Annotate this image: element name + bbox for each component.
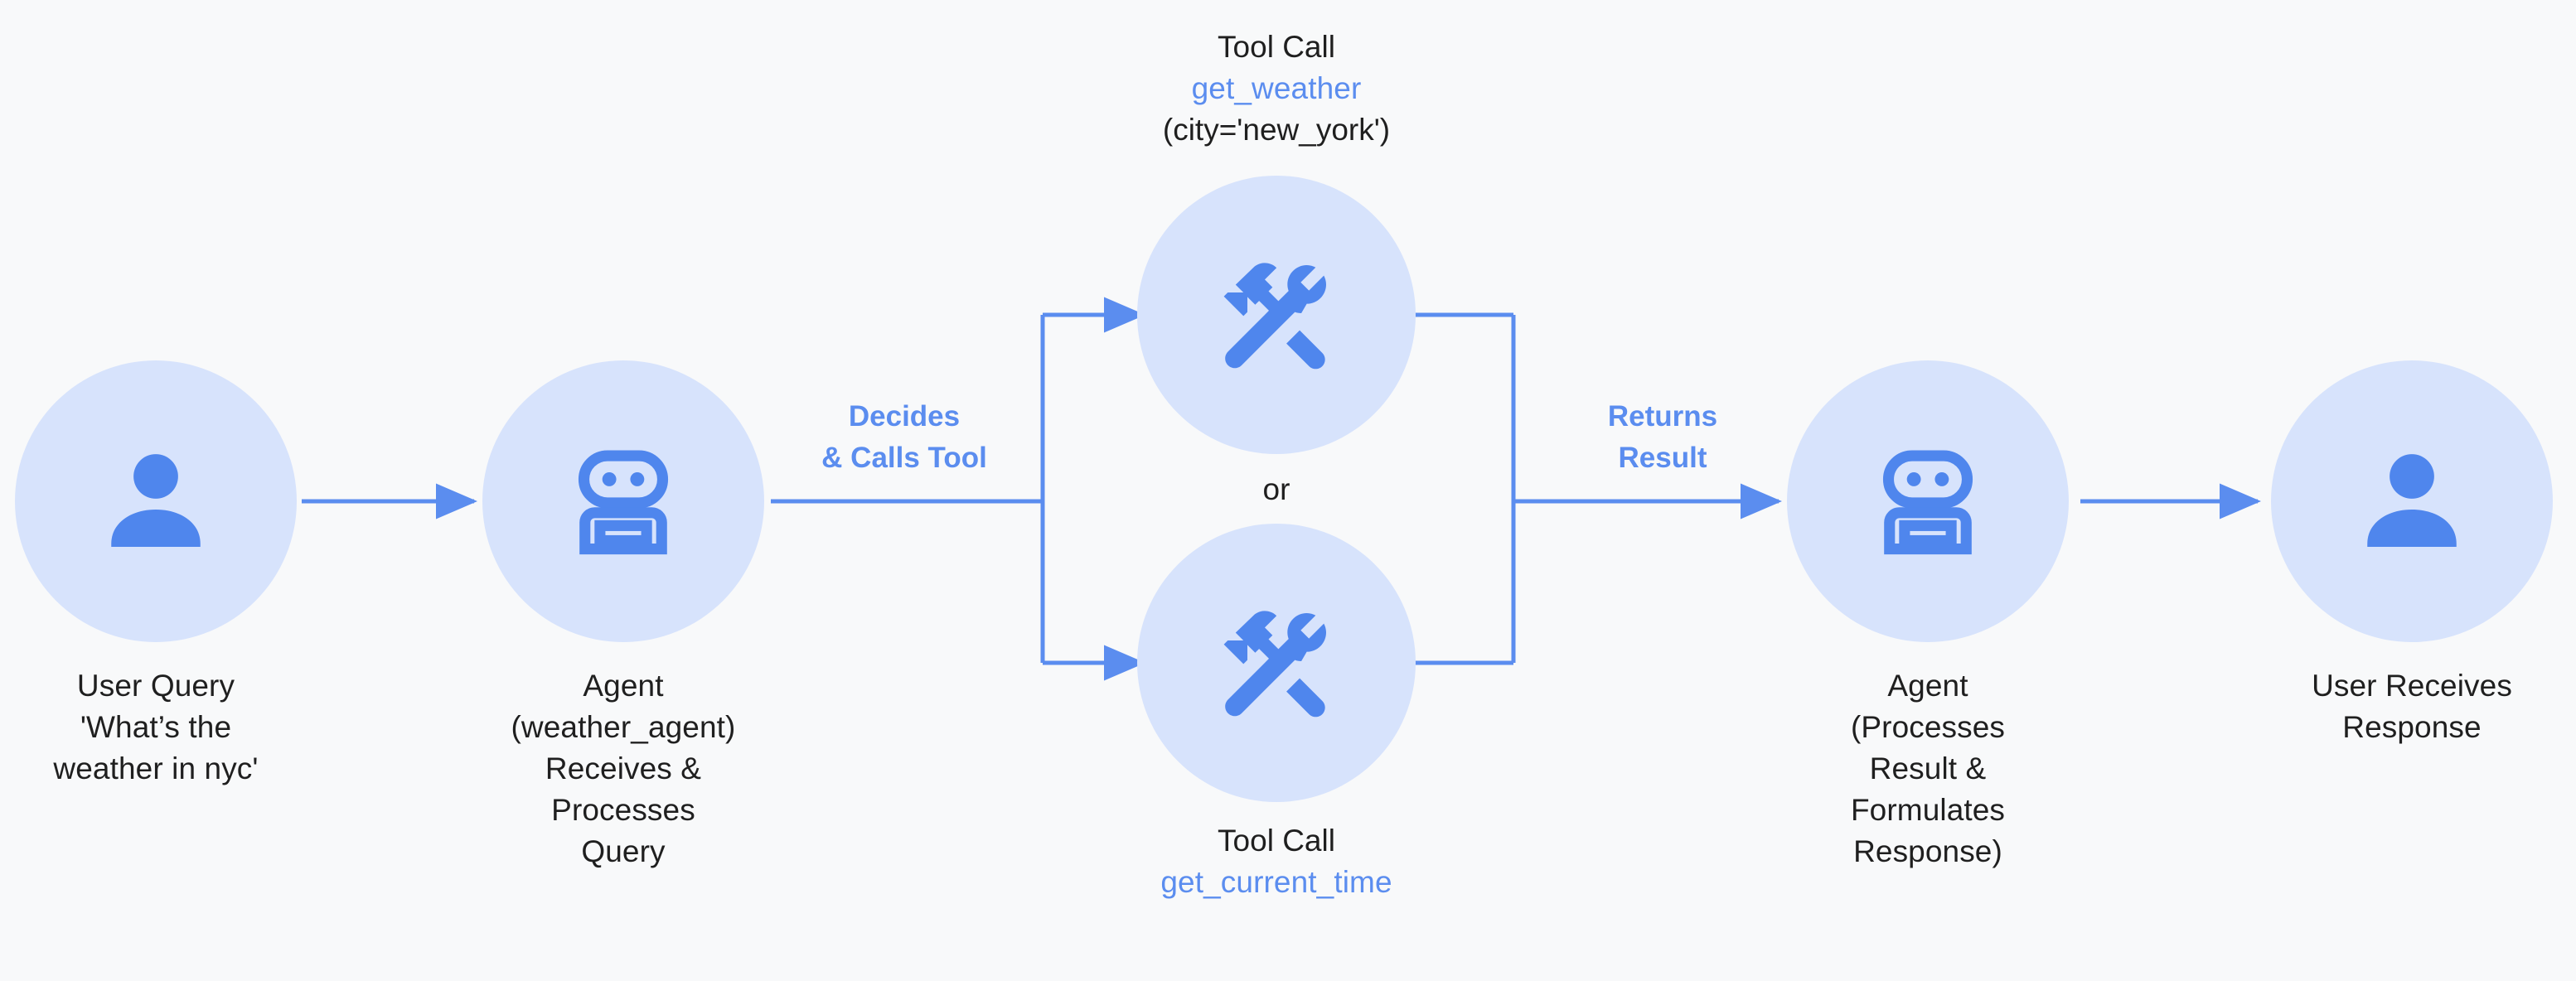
tool-weather-head: Tool Call	[1218, 30, 1335, 64]
handyman-icon	[1223, 611, 1326, 718]
person-icon	[2367, 454, 2457, 547]
branch-separator-or: or	[1262, 472, 1290, 506]
caption-agent-respond: Agent (Processes Result & Formulates Res…	[1850, 669, 2006, 868]
person-icon	[111, 454, 201, 547]
tool-time-name[interactable]: get_current_time	[1160, 865, 1392, 899]
tool-time-head: Tool Call	[1218, 824, 1335, 858]
edge-label-decides-calls-tool: Decides & Calls Tool	[821, 400, 987, 474]
node-user-response[interactable]	[2271, 360, 2553, 642]
node-agent-receive[interactable]	[482, 360, 764, 642]
caption-user-query: User Query 'What’s the weather in nyc'	[53, 669, 259, 785]
robot-icon	[578, 450, 669, 555]
robot-icon	[1882, 450, 1973, 555]
caption-agent-receive: Agent (weather_agent) Receives & Process…	[511, 669, 736, 868]
tool-weather-name[interactable]: get_weather	[1191, 71, 1362, 105]
node-tool-get-current-time[interactable]	[1137, 524, 1416, 802]
tool-weather-args: (city='new_york')	[1162, 113, 1391, 147]
caption-user-response: User Receives Response	[2312, 669, 2512, 744]
edge-label-returns-result: Returns Result	[1607, 400, 1718, 474]
node-user-query[interactable]	[15, 360, 297, 642]
handyman-icon	[1223, 263, 1326, 370]
node-agent-respond[interactable]	[1787, 360, 2069, 642]
node-tool-get-weather[interactable]	[1137, 176, 1416, 454]
